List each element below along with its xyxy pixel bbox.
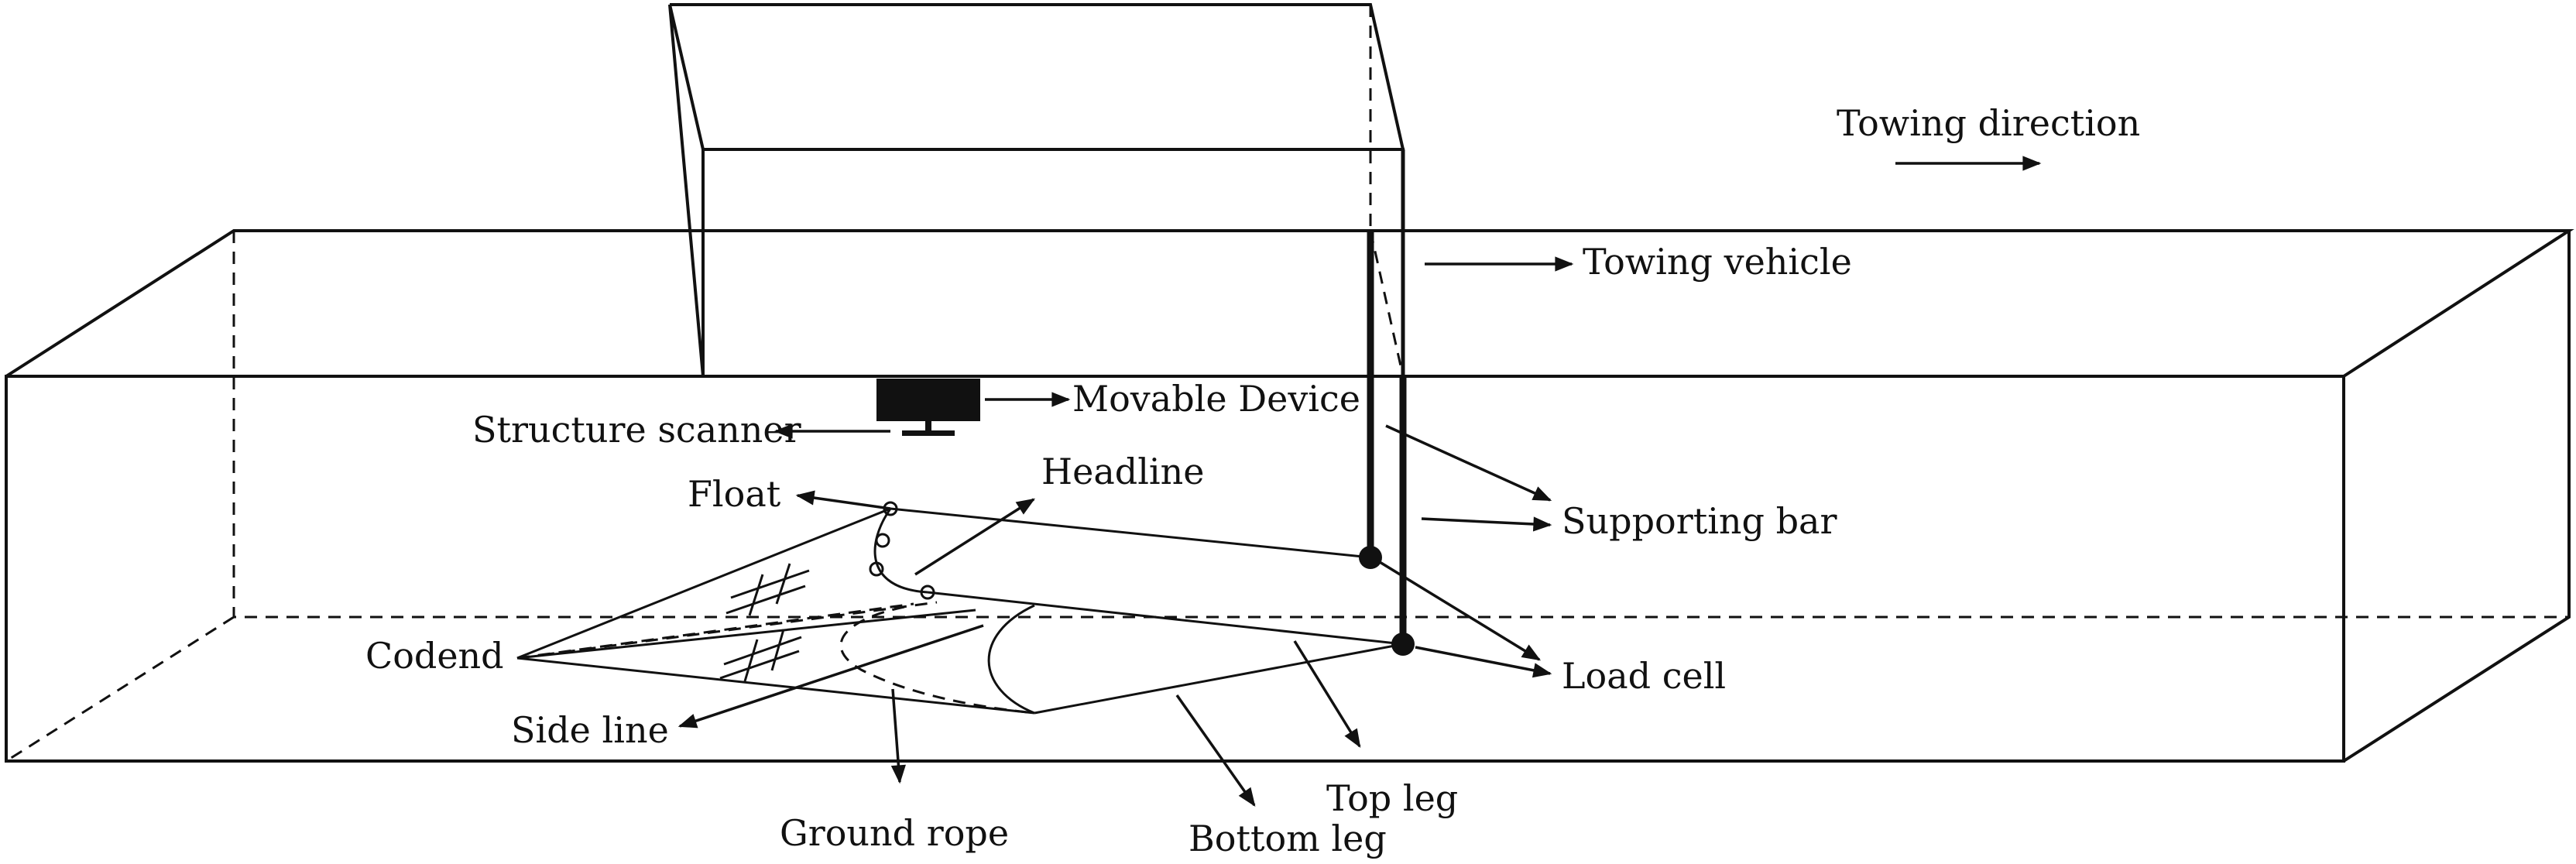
bottom-leg-line	[1034, 643, 1404, 715]
bottom-leg-arrow	[1175, 694, 1256, 807]
mesh-mark-upper	[725, 563, 810, 616]
supporting-bars	[1367, 149, 1407, 644]
callout-arrows	[677, 156, 2042, 807]
float-circle-3	[869, 561, 884, 577]
float-label: Float	[688, 473, 781, 515]
load-cell-arrow-1	[1379, 561, 1542, 661]
ground-rope-curve	[987, 604, 1035, 715]
structure-scanner-label: Structure scanner	[472, 409, 801, 451]
flume-tank	[5, 229, 2574, 763]
load-cell-arrow-2	[1415, 646, 1552, 678]
movable-device-box	[876, 379, 980, 421]
float-circle-2	[875, 533, 890, 548]
movable-device-label: Movable Device	[1072, 378, 1360, 420]
supporting-bar-arrow-1	[1385, 424, 1552, 502]
ground-rope-dashed	[839, 605, 1035, 715]
carriage-left-panel	[668, 4, 705, 377]
tank-front-face	[5, 375, 2345, 763]
labels: Towing direction Towing vehicle Movable …	[365, 102, 2140, 859]
codend-lower-edge	[516, 657, 1035, 715]
ground-rope-arrow	[890, 688, 906, 784]
ground-rope-label: Ground rope	[780, 812, 1009, 854]
top-panel-upper-edge	[516, 507, 891, 660]
headline-curve	[873, 508, 928, 594]
headline-label: Headline	[1041, 451, 1204, 492]
side-line-arrow	[677, 624, 984, 729]
towing-vehicle-label: Towing vehicle	[1583, 241, 1852, 283]
trawl-net	[516, 501, 1415, 715]
towing-direction-label: Towing direction	[1837, 102, 2140, 144]
carriage-top-edges	[670, 2, 1405, 150]
side-line-upper	[927, 591, 1404, 646]
supporting-bar-arrow-2	[1421, 516, 1552, 532]
scanner-stem	[925, 421, 931, 432]
net-inner-line	[516, 609, 976, 660]
float-arrow	[795, 490, 891, 510]
load-cell-front	[1391, 633, 1415, 656]
top-leg-arrow	[1293, 640, 1361, 749]
supporting-bar-label: Supporting bar	[1562, 500, 1837, 542]
tank-right-edges	[2342, 231, 2571, 763]
tank-hidden-edges	[5, 231, 2569, 763]
float-circle-4	[920, 585, 935, 600]
carriage-hidden-edges	[670, 5, 1405, 377]
carriage-front-face	[703, 148, 1405, 376]
net-mesh-marks	[719, 563, 810, 682]
float-markers	[869, 501, 935, 600]
mesh-mark-lower	[719, 629, 802, 682]
bottom-leg-label: Bottom leg	[1189, 818, 1387, 859]
top-leg-label: Top leg	[1326, 777, 1458, 819]
towing-vehicle-frame	[668, 2, 1405, 377]
headline-arrow	[914, 498, 1036, 576]
top-leg-line	[890, 507, 1371, 559]
load-cell-label: Load cell	[1562, 655, 1726, 697]
codend-label: Codend	[365, 635, 504, 677]
movable-device	[876, 379, 980, 436]
tank-top-left-edge	[5, 229, 2574, 378]
side-line-label: Side line	[511, 709, 669, 751]
net-dashed-inner	[516, 601, 938, 660]
structure-scanner-head	[902, 430, 955, 436]
load-cell-rear	[1359, 546, 1382, 569]
